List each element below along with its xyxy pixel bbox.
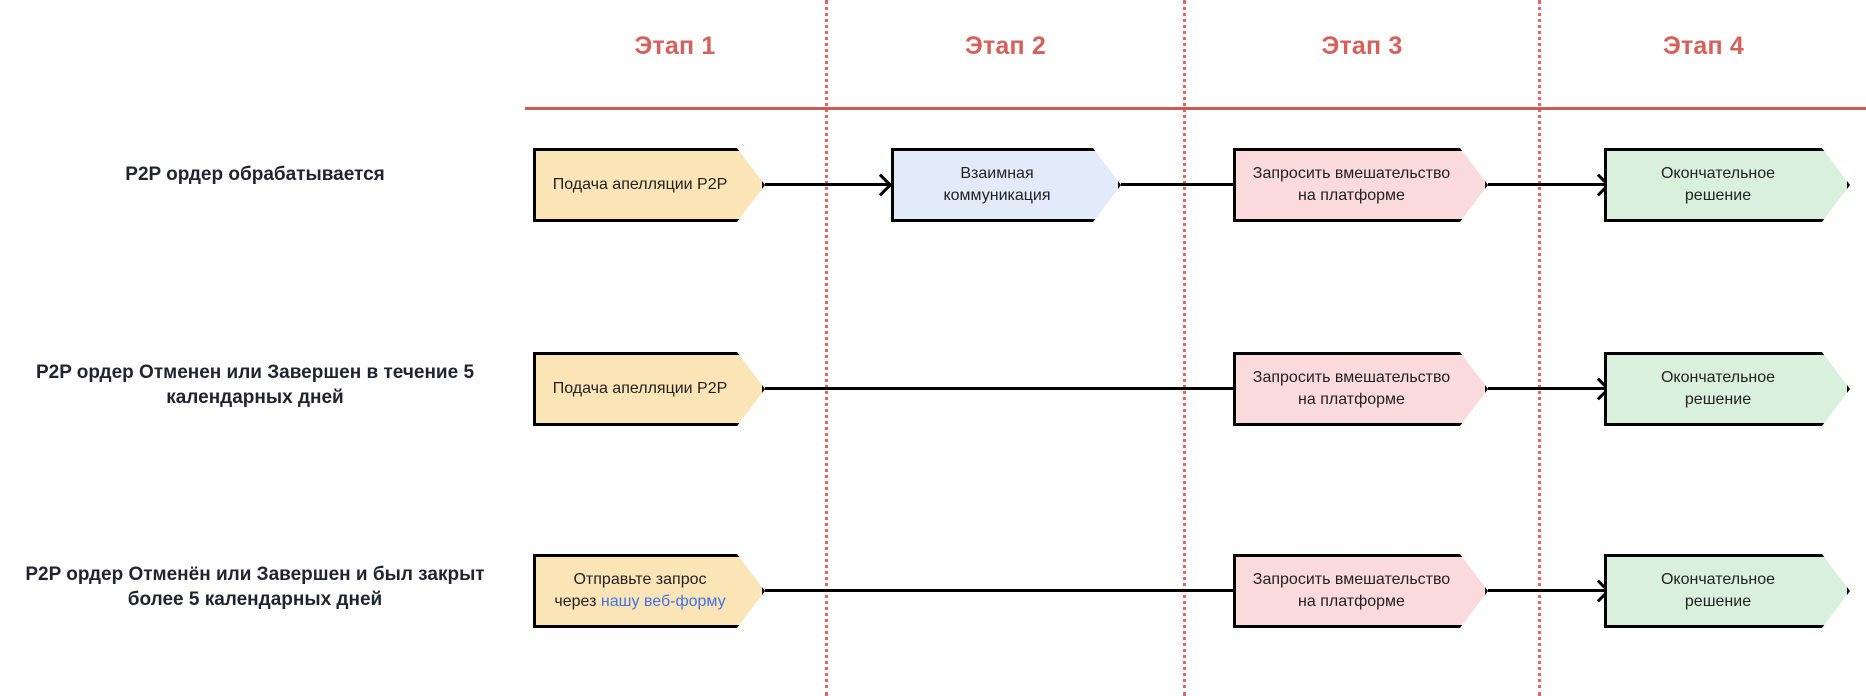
node-r2-stage3-line1: Запросить вмешательство bbox=[1252, 369, 1451, 387]
node-r2-stage4-text: Окончательное решение bbox=[1661, 367, 1775, 410]
node-r3-stage4[interactable]: Окончательное решение bbox=[1604, 554, 1850, 628]
node-r2-stage1[interactable]: Подача апелляции P2P bbox=[533, 352, 765, 426]
node-r1-stage4-line2: решение bbox=[1684, 187, 1752, 204]
arrow-r1-1 bbox=[765, 183, 888, 186]
node-r3-stage1-line1: Отправьте запрос bbox=[573, 571, 707, 589]
arrow-r1-3 bbox=[1488, 183, 1606, 186]
web-form-link[interactable]: нашу веб-форму bbox=[600, 593, 726, 610]
node-r2-stage4-line1: Окончательное bbox=[1660, 369, 1776, 387]
node-r1-stage4[interactable]: Окончательное решение bbox=[1604, 148, 1850, 222]
node-r1-stage3-line1: Запросить вмешательство bbox=[1252, 165, 1451, 183]
node-r3-stage4-text: Окончательное решение bbox=[1661, 569, 1775, 612]
node-r3-stage3-line2: на платформе bbox=[1298, 593, 1405, 610]
stage-header-3: Этап 3 bbox=[1321, 32, 1403, 60]
node-r3-stage1-text: Отправьте запрос через нашу веб-форму bbox=[554, 569, 725, 612]
node-r2-stage3-text: Запросить вмешательство на платформе bbox=[1253, 367, 1450, 410]
stage-divider-1 bbox=[825, 0, 828, 696]
node-r1-stage4-text: Окончательное решение bbox=[1661, 163, 1775, 206]
node-r1-stage4-line1: Окончательное bbox=[1660, 165, 1776, 183]
arrow-r3-1 bbox=[765, 589, 1246, 592]
node-r1-stage3-text: Запросить вмешательство на платформе bbox=[1253, 163, 1450, 206]
node-r1-stage2-text: Взаимная коммуникация bbox=[943, 163, 1050, 206]
node-r2-stage4-line2: решение bbox=[1684, 391, 1752, 408]
node-r3-stage4-line2: решение bbox=[1684, 593, 1752, 610]
node-r3-stage4-line1: Окончательное bbox=[1660, 571, 1776, 589]
node-r2-stage1-text: Подача апелляции P2P bbox=[552, 380, 728, 398]
stage-header-2: Этап 2 bbox=[964, 32, 1047, 60]
row-label-2: P2P ордер Отменен или Завершен в течение… bbox=[35, 362, 475, 409]
node-r3-stage1-line2-prefix: через bbox=[554, 593, 601, 610]
node-r1-stage2-line1: Взаимная bbox=[960, 165, 1034, 183]
node-r2-stage4[interactable]: Окончательное решение bbox=[1604, 352, 1850, 426]
node-r1-stage1-text: Подача апелляции P2P bbox=[552, 176, 728, 194]
node-r2-stage3[interactable]: Запросить вмешательство на платформе bbox=[1233, 352, 1488, 426]
header-divider-rule bbox=[525, 107, 1866, 110]
node-r3-stage1[interactable]: Отправьте запрос через нашу веб-форму bbox=[533, 554, 765, 628]
row-label-3: P2P ордер Отменён или Завершен и был зак… bbox=[25, 564, 485, 611]
node-r1-stage2[interactable]: Взаимная коммуникация bbox=[891, 148, 1121, 222]
node-r1-stage3[interactable]: Запросить вмешательство на платформе bbox=[1233, 148, 1488, 222]
node-r3-stage3-text: Запросить вмешательство на платформе bbox=[1253, 569, 1450, 612]
stage-header-1: Этап 1 bbox=[634, 32, 716, 60]
node-r1-stage1[interactable]: Подача апелляции P2P bbox=[533, 148, 765, 222]
stage-divider-3 bbox=[1538, 0, 1541, 696]
node-r2-stage3-line2: на платформе bbox=[1298, 391, 1405, 408]
row-label-1: P2P ордер обрабатывается bbox=[125, 164, 385, 185]
stage-header-4: Этап 4 bbox=[1662, 32, 1745, 60]
node-r3-stage3-line1: Запросить вмешательство bbox=[1252, 571, 1451, 589]
arrow-r1-2 bbox=[1121, 183, 1245, 186]
arrow-r3-2 bbox=[1488, 589, 1606, 592]
node-r1-stage3-line2: на платформе bbox=[1298, 187, 1405, 204]
node-r3-stage3[interactable]: Запросить вмешательство на платформе bbox=[1233, 554, 1488, 628]
node-r1-stage2-line2: коммуникация bbox=[943, 187, 1051, 204]
arrow-r2-1 bbox=[765, 387, 1246, 390]
stage-divider-2 bbox=[1183, 0, 1186, 696]
arrow-r2-2 bbox=[1488, 387, 1606, 390]
